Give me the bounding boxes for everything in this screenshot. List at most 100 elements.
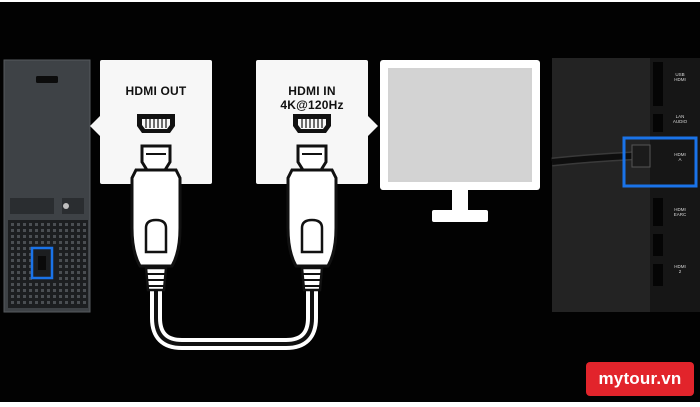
grille-dot [11, 295, 14, 298]
grille-dot [17, 253, 20, 256]
grille-dot [65, 229, 68, 232]
grille-dot [29, 235, 32, 238]
grille-dot [59, 277, 62, 280]
hdmi-out-label: HDMI OUT [125, 84, 187, 98]
grille-dot [77, 235, 80, 238]
grille-dot [83, 223, 86, 226]
grille-dot [53, 223, 56, 226]
grille-dot [77, 253, 80, 256]
card-notch-left [90, 116, 100, 136]
grille-dot [83, 289, 86, 292]
grille-dot [17, 265, 20, 268]
grille-dot [41, 283, 44, 286]
grille-dot [23, 229, 26, 232]
grille-dot [35, 295, 38, 298]
monitor-icon [380, 60, 540, 222]
grille-dot [53, 235, 56, 238]
grille-dot [23, 253, 26, 256]
grille-dot [29, 229, 32, 232]
grille-dot [17, 229, 20, 232]
grille-dot [17, 283, 20, 286]
grille-dot [47, 301, 50, 304]
grille-dot [71, 247, 74, 250]
grille-dot [59, 301, 62, 304]
mytour-watermark: mytour.vn [586, 362, 694, 396]
grille-dot [35, 301, 38, 304]
grille-dot [77, 241, 80, 244]
grille-dot [11, 229, 14, 232]
grille-dot [23, 265, 26, 268]
grille-dot [59, 253, 62, 256]
grille-dot [41, 235, 44, 238]
grille-dot [17, 259, 20, 262]
grille-dot [59, 247, 62, 250]
grille-dot [59, 265, 62, 268]
grille-dot [83, 229, 86, 232]
grille-dot [71, 301, 74, 304]
grille-dot [29, 271, 32, 274]
grille-dot [41, 223, 44, 226]
grille-dot [71, 223, 74, 226]
cable-loop [150, 281, 318, 350]
grille-dot [23, 271, 26, 274]
grille-dot [11, 253, 14, 256]
grille-dot [35, 235, 38, 238]
grille-dot [65, 265, 68, 268]
grille-dot [11, 271, 14, 274]
grille-dot [53, 229, 56, 232]
grille-dot [77, 265, 80, 268]
grille-dot [83, 259, 86, 262]
grille-dot [35, 223, 38, 226]
grille-dot [17, 289, 20, 292]
grille-dot [47, 289, 50, 292]
grille-dot [11, 223, 14, 226]
grille-dot [23, 301, 26, 304]
grille-dot [77, 259, 80, 262]
grille-dot [77, 229, 80, 232]
grille-dot [41, 295, 44, 298]
grille-dot [29, 247, 32, 250]
grille-dot [71, 283, 74, 286]
grille-dot [11, 259, 14, 262]
grille-dot [59, 289, 62, 292]
grille-dot [53, 283, 56, 286]
grille-dot [71, 235, 74, 238]
grille-dot [77, 301, 80, 304]
grille-dot [65, 301, 68, 304]
hdmi-plug-right [286, 144, 338, 292]
grille-dot [77, 223, 80, 226]
grille-dot [83, 241, 86, 244]
tv-port-highlight [622, 136, 698, 188]
grille-dot [47, 229, 50, 232]
grille-dot [77, 283, 80, 286]
console-hdmi-port [38, 256, 46, 270]
hdmi-port-icon-in [293, 114, 331, 133]
grille-dot [29, 295, 32, 298]
grille-dot [17, 223, 20, 226]
grille-dot [53, 241, 56, 244]
grille-dot [71, 277, 74, 280]
grille-dot [23, 223, 26, 226]
grille-dot [83, 253, 86, 256]
grille-dot [11, 235, 14, 238]
grille-dot [59, 241, 62, 244]
grille-dot [59, 223, 62, 226]
grille-dot [83, 271, 86, 274]
grille-dot [11, 247, 14, 250]
grille-dot [83, 301, 86, 304]
grille-dot [23, 283, 26, 286]
grille-dot [17, 235, 20, 238]
grille-dot [83, 247, 86, 250]
grille-dot [47, 223, 50, 226]
grille-dot [23, 259, 26, 262]
grille-dot [83, 265, 86, 268]
grille-dot [17, 271, 20, 274]
grille-dot [77, 277, 80, 280]
grille-dot [53, 289, 56, 292]
grille-dot [59, 229, 62, 232]
grille-dot [77, 271, 80, 274]
